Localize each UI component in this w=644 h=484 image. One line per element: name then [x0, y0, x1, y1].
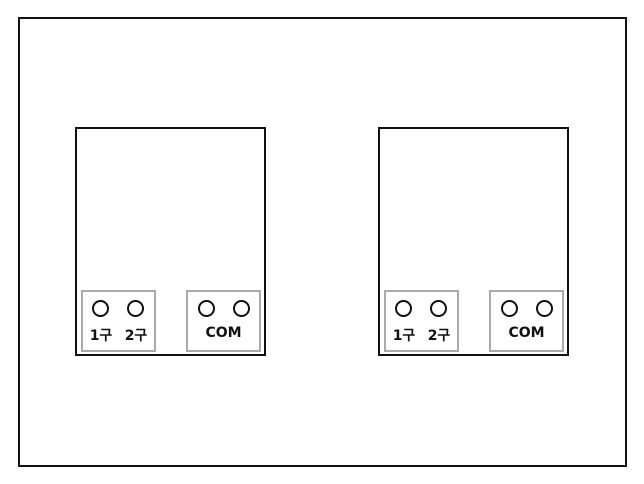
terminal-label-com: COM: [508, 325, 545, 341]
terminal-circle: [233, 300, 250, 317]
terminal-label-1: 1구: [89, 328, 113, 344]
module-right: 1구 2구 COM: [378, 127, 569, 356]
terminal-circle: [501, 300, 518, 317]
terminal-circle: [536, 300, 553, 317]
terminal-circle: [127, 300, 144, 317]
terminal-group-outputs: 1구 2구: [81, 290, 156, 352]
terminal-label-2: 2구: [427, 328, 451, 344]
terminal-circle: [430, 300, 447, 317]
terminal-label-1: 1구: [392, 328, 416, 344]
terminal-group-com: COM: [186, 290, 261, 352]
terminal-circle: [92, 300, 109, 317]
terminal-circle: [198, 300, 215, 317]
terminal-label-2: 2구: [124, 328, 148, 344]
outer-plate-frame: [18, 17, 627, 467]
terminal-group-outputs: 1구 2구: [384, 290, 459, 352]
terminal-group-com: COM: [489, 290, 564, 352]
module-left: 1구 2구 COM: [75, 127, 266, 356]
terminal-circle: [395, 300, 412, 317]
terminal-label-com: COM: [205, 325, 242, 341]
